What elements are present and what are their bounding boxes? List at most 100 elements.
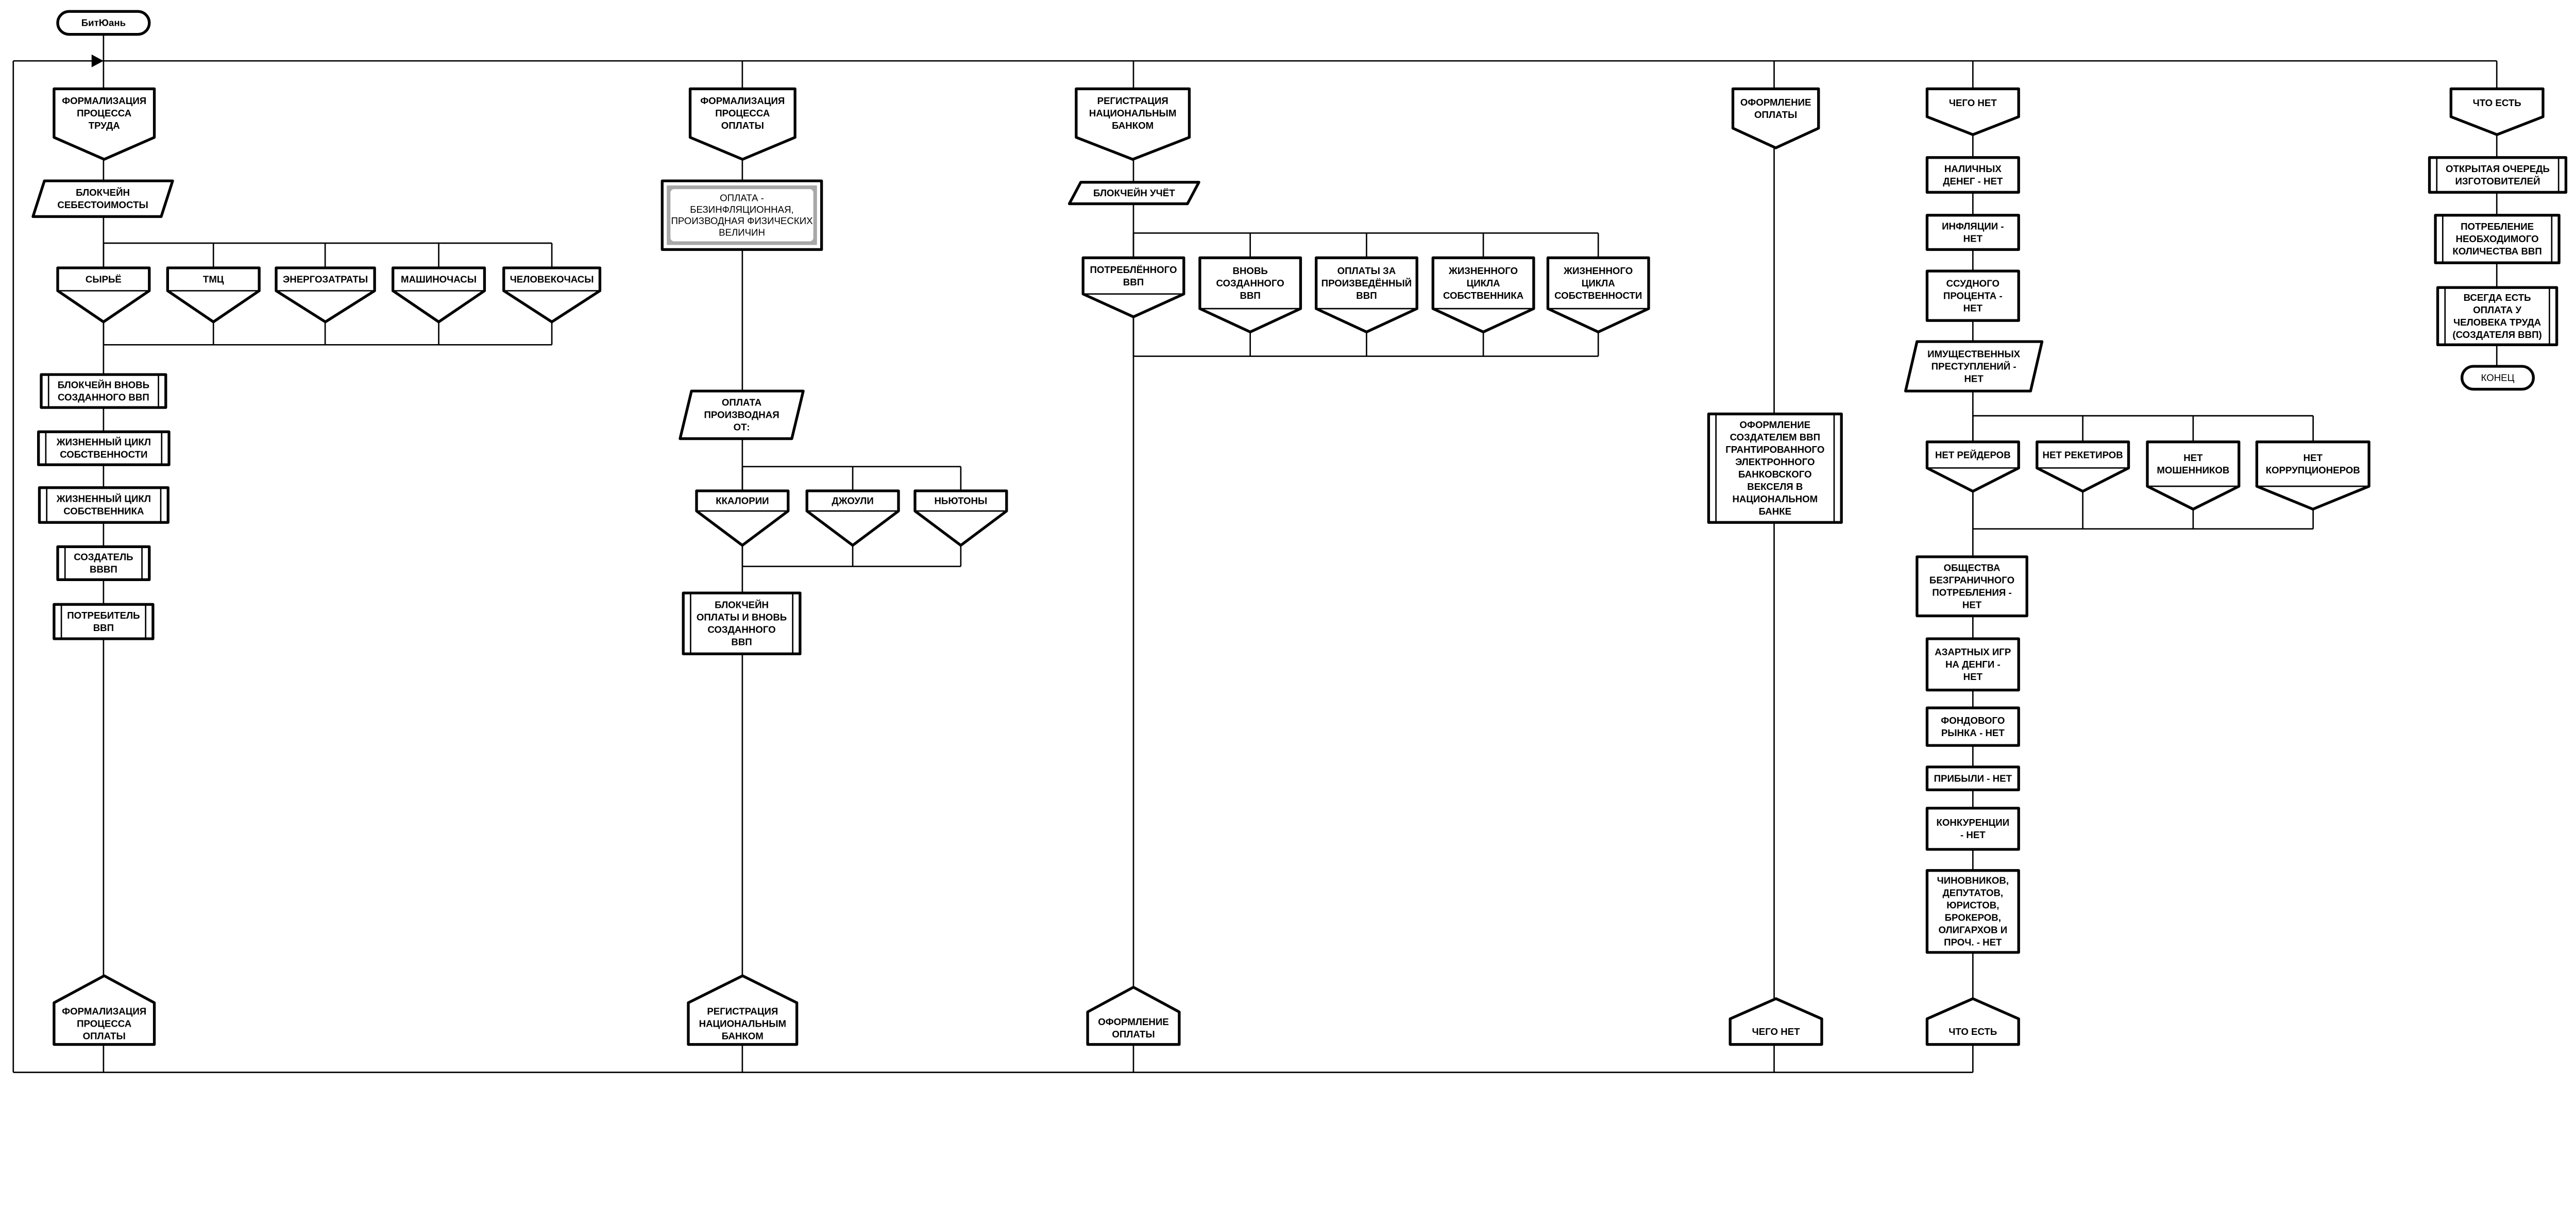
node-label: ПОТРЕБИТЕЛЬ bbox=[67, 610, 140, 621]
action-block-c5-act9[interactable]: ЧИНОВНИКОВ,ДЕПУТАТОВ,ЮРИСТОВ,БРОКЕРОВ,ОЛ… bbox=[1925, 869, 2020, 954]
action-block-c5-act8[interactable]: КОНКУРЕНЦИИ- НЕТ bbox=[1925, 807, 2020, 851]
case-block-c1-case1[interactable]: СЫРЬЁ bbox=[56, 266, 151, 323]
node-label: ФОРМАЛИЗАЦИЯ bbox=[62, 1006, 146, 1016]
node-label: ФОРМАЛИЗАЦИЯ bbox=[700, 95, 785, 106]
loop-arrow-icon bbox=[91, 54, 104, 67]
node-label: ЧЕЛОВЕКОЧАСЫ bbox=[510, 274, 594, 284]
node-label: БЛОКЧЕЙН УЧЁТ bbox=[1093, 188, 1175, 198]
branch-header-c5-header[interactable]: ЧЕГО НЕТ bbox=[1925, 87, 2020, 136]
node-label: - НЕТ bbox=[1960, 829, 1986, 840]
node-label: НЕТ bbox=[1964, 373, 1984, 384]
node-label: ОТКРЫТАЯ ОЧЕРЕДЬ bbox=[2446, 163, 2550, 174]
case-block-c2-case2[interactable]: ДЖОУЛИ bbox=[805, 489, 900, 547]
case-block-c2-case3[interactable]: НЬЮТОНЫ bbox=[913, 489, 1008, 547]
terminal-start[interactable]: БитЮань bbox=[56, 10, 151, 36]
node-label: ВСЕГДА ЕСТЬ bbox=[2464, 292, 2531, 303]
case-block-c3-case5[interactable]: ЖИЗНЕННОГО ЦИКЛА СОБСТВЕННОСТИ bbox=[1546, 256, 1650, 334]
comment-block-c2-comment[interactable]: ОПЛАТА -БЕЗИНФЛЯЦИОННАЯ,ПРОИЗВОДНАЯ ФИЗИ… bbox=[660, 179, 823, 251]
node-label: ЭНЕРГОЗАТРАТЫ bbox=[283, 274, 368, 284]
node-label: МАШИНОЧАСЫ bbox=[401, 274, 477, 284]
node-label: ВЕКСЕЛЯ В bbox=[1747, 481, 1803, 492]
case-block-c5-case2[interactable]: НЕТ РЕКЕТИРОВ bbox=[2036, 440, 2130, 493]
case-block-c1-case5[interactable]: ЧЕЛОВЕКОЧАСЫ bbox=[502, 266, 602, 323]
case-block-c1-case2[interactable]: ТМЦ bbox=[166, 266, 261, 323]
node-label: ПОТРЕБЛЕНИЕ bbox=[2461, 221, 2534, 232]
case-block-c1-case4[interactable]: МАШИНОЧАСЫ bbox=[391, 266, 486, 323]
case-block-c1-case3[interactable]: ЭНЕРГОЗАТРАТЫ bbox=[275, 266, 376, 323]
node-label: ЦИКЛА bbox=[1582, 278, 1615, 288]
node-label: НЕТ bbox=[1963, 671, 1983, 682]
case-block-c5-case1[interactable]: НЕТ РЕЙДЕРОВ bbox=[1925, 440, 2020, 493]
address-block-c5-address[interactable]: ЧТО ЕСТЬ bbox=[1925, 997, 2020, 1046]
node-label: НАЦИОНАЛЬНЫМ bbox=[1089, 108, 1176, 118]
case-block-c2-case1[interactable]: ККАЛОРИИ bbox=[695, 489, 790, 547]
node-label: РЕГИСТРАЦИЯ bbox=[707, 1006, 778, 1016]
node-label: ИНФЛЯЦИИ - bbox=[1942, 220, 2004, 231]
branch-header-c6-header[interactable]: ЧТО ЕСТЬ bbox=[2449, 87, 2545, 136]
node-label: ОПЛАТА - bbox=[720, 193, 764, 203]
node-label: ПРЕСТУПЛЕНИЙ - bbox=[1931, 361, 2016, 371]
node-label: ЭЛЕКТРОННОГО bbox=[1735, 456, 1815, 467]
node-label: ПРОЦЕССА bbox=[77, 108, 131, 118]
node-label: ЧТО ЕСТЬ bbox=[1948, 1026, 1997, 1037]
node-label: ОТ: bbox=[734, 422, 750, 433]
node-label: ВНОВЬ bbox=[1232, 265, 1267, 276]
node-label: ОЛИГАРХОВ И bbox=[1938, 925, 2007, 935]
node-label: ТМЦ bbox=[203, 274, 224, 284]
node-label: ЖИЗНЕННОГО bbox=[1563, 265, 1633, 276]
node-label: ОПЛАТА У bbox=[2473, 304, 2521, 315]
terminal-end[interactable]: КОНЕЦ bbox=[2460, 365, 2535, 391]
node-label: НЕТ bbox=[2303, 452, 2323, 463]
node-label: ОПЛАТЫ ЗА bbox=[1337, 265, 1396, 276]
node-label: ОПЛАТЫ bbox=[721, 120, 764, 131]
io-block-c3-io[interactable]: БЛОКЧЕЙН УЧЁТ bbox=[1067, 181, 1200, 206]
node-label: ОПЛАТА bbox=[722, 397, 761, 408]
address-block-c4-address[interactable]: ЧЕГО НЕТ bbox=[1728, 997, 1823, 1046]
node-label: НЕТ bbox=[1963, 302, 1983, 313]
node-label: БАНКОМ bbox=[1112, 120, 1154, 131]
node-label: НЕОБХОДИМОГО bbox=[2455, 233, 2538, 244]
node-label: ПРОИЗВЕДЁННЫЙ bbox=[1321, 278, 1412, 288]
node-label: ККАЛОРИИ bbox=[716, 496, 769, 506]
node-label: ПОТРЕБЛЕНИЯ - bbox=[1932, 587, 2011, 598]
action-block-c5-act2[interactable]: ИНФЛЯЦИИ -НЕТ bbox=[1925, 214, 2020, 251]
node-label: ПОТРЕБЛЁННОГО bbox=[1090, 264, 1177, 275]
node-label: ЧЕГО НЕТ bbox=[1949, 97, 1997, 108]
action-block-c5-act7[interactable]: ПРИБЫЛИ - НЕТ bbox=[1925, 765, 2020, 791]
node-label: ЖИЗНЕННЫЙ ЦИКЛ bbox=[56, 436, 151, 447]
node-label: СОБСТВЕННОСТИ bbox=[1554, 290, 1642, 301]
node-label: ОПЛАТЫ И ВНОВЬ bbox=[697, 611, 787, 622]
